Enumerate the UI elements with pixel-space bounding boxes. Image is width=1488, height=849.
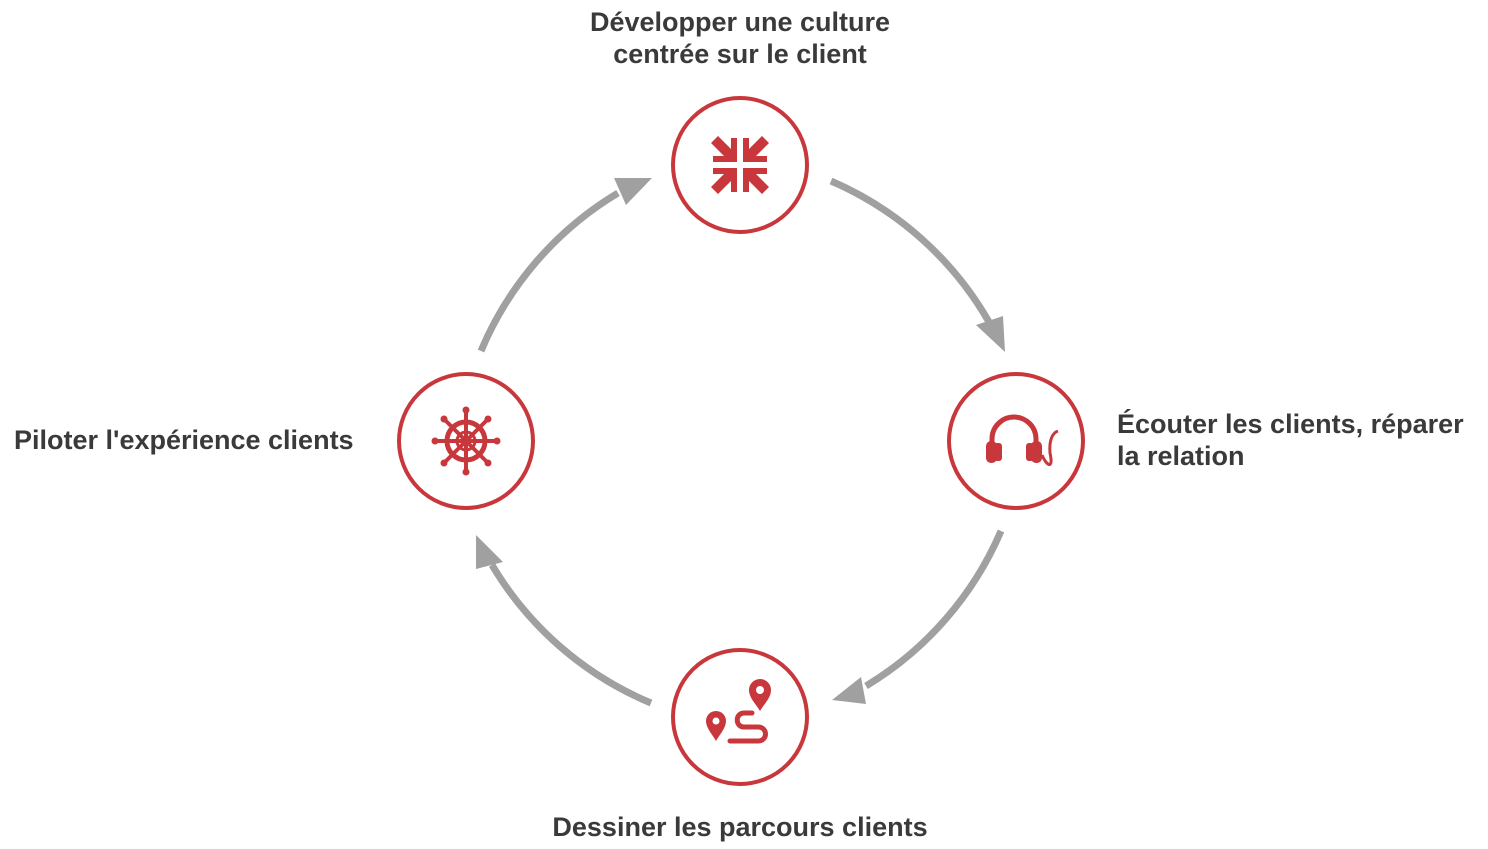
arrowhead-top-right [976,316,1005,352]
node-label-left-line-1: Piloter l'expérience clients [14,425,354,455]
node-top [671,96,809,234]
arrow-arc-right-bottom [864,529,1005,689]
node-label-right-line-2: la relation [1117,441,1245,471]
arrow-arc-top-right [829,177,993,324]
node-left [397,372,535,510]
headphones-icon [986,414,1059,466]
node-label-right: Écouter les clients, réparer la relation [1117,408,1464,472]
node-label-top-line-1: Développer une culture [589,7,891,37]
compress-arrows-icon [711,136,769,194]
node-label-top: Développer une culture centrée sur le cl… [540,6,940,70]
node-bottom [671,648,809,786]
ship-wheel-icon [431,406,501,476]
arrow-right-to-bottom [832,529,1005,704]
arrow-left-to-top [477,178,652,353]
node-right [947,372,1085,510]
node-label-bottom-line-1: Dessiner les parcours clients [552,812,928,842]
node-label-right-line-1: Écouter les clients, réparer [1117,409,1464,439]
arrowhead-right-bottom [832,677,866,704]
node-label-left: Piloter l'expérience clients [14,424,354,456]
node-label-bottom: Dessiner les parcours clients [490,811,990,843]
node-label-top-line-2: centrée sur le client [613,39,867,69]
arrowhead-left-top [614,178,652,205]
arrow-top-to-right [829,177,1005,352]
route-map-pin-icon [706,679,771,744]
arrow-bottom-to-left [476,535,653,707]
arrowhead-bottom-left [476,535,503,569]
arrow-arc-left-top [477,189,620,353]
node-circle-right [947,372,1085,510]
node-circle-top [671,96,809,234]
arrow-arc-bottom-left [488,563,653,707]
